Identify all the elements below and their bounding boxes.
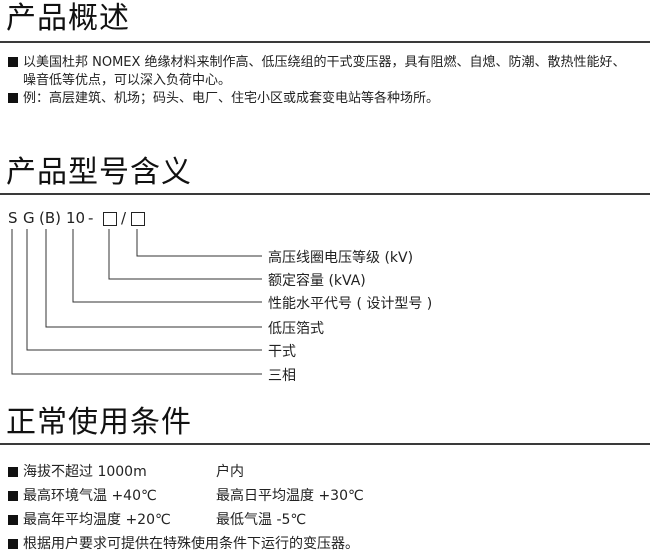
code-b: (B) (39, 209, 61, 227)
condition-row: 最高年平均温度 +20℃ (8, 509, 171, 529)
section-divider (0, 443, 650, 445)
condition-left: 最高环境气温 +40℃ (23, 488, 157, 504)
section-title-model-meaning: 产品型号含义 (6, 155, 192, 190)
square-bullet-icon (8, 467, 18, 477)
label-hv-voltage-class: 高压线圈电压等级 (kV) (268, 250, 414, 266)
code-g: G (23, 209, 35, 227)
condition-row: 最高环境气温 +40℃ (8, 485, 157, 505)
code-dash: - (88, 209, 94, 227)
code-s: S (8, 209, 18, 227)
condition-right: 最高日平均温度 +30℃ (216, 488, 364, 504)
example-text: 例：高层建筑、机场；码头、电厂、住宅小区或成套变电站等各种场所。 (23, 91, 440, 106)
condition-right: 最低气温 -5℃ (216, 512, 307, 528)
condition-note-row: 根据用户要求可提供在特殊使用条件下运行的变压器。 (8, 533, 359, 553)
overview-paragraph: 以美国杜邦 NOMEX 绝缘材料来制作高、低压绕组的干式变压器，具有阻燃、自熄、… (8, 54, 626, 108)
label-rated-capacity: 额定容量 (kVA) (268, 273, 366, 289)
square-bullet-icon (8, 93, 18, 103)
code-number: 10 (66, 209, 86, 227)
label-dry-type: 干式 (268, 344, 296, 360)
code-slash: / (121, 209, 127, 227)
condition-left: 最高年平均温度 +20℃ (23, 512, 171, 528)
condition-left: 海拔不超过 1000m (23, 464, 147, 480)
square-bullet-icon (8, 57, 18, 67)
label-three-phase: 三相 (268, 368, 296, 384)
square-bullet-icon (8, 491, 18, 501)
voltage-placeholder-box (131, 212, 145, 226)
capacity-placeholder-box (103, 212, 117, 226)
section-divider (0, 41, 650, 43)
overview-text-line1: 以美国杜邦 NOMEX 绝缘材料来制作高、低压绕组的干式变压器，具有阻燃、自熄、… (23, 55, 626, 70)
section-title-overview: 产品概述 (6, 1, 130, 36)
label-lv-foil: 低压箔式 (268, 321, 324, 337)
section-divider (0, 193, 650, 195)
condition-right: 户内 (216, 464, 244, 480)
square-bullet-icon (8, 539, 18, 549)
square-bullet-icon (8, 515, 18, 525)
condition-note: 根据用户要求可提供在特殊使用条件下运行的变压器。 (23, 536, 359, 552)
label-performance-code: 性能水平代号 ( 设计型号 ) (268, 296, 433, 312)
overview-text-line2: 噪音低等优点，可以深入负荷中心。 (23, 73, 232, 88)
condition-row: 海拔不超过 1000m (8, 461, 147, 481)
section-title-conditions: 正常使用条件 (6, 405, 192, 440)
